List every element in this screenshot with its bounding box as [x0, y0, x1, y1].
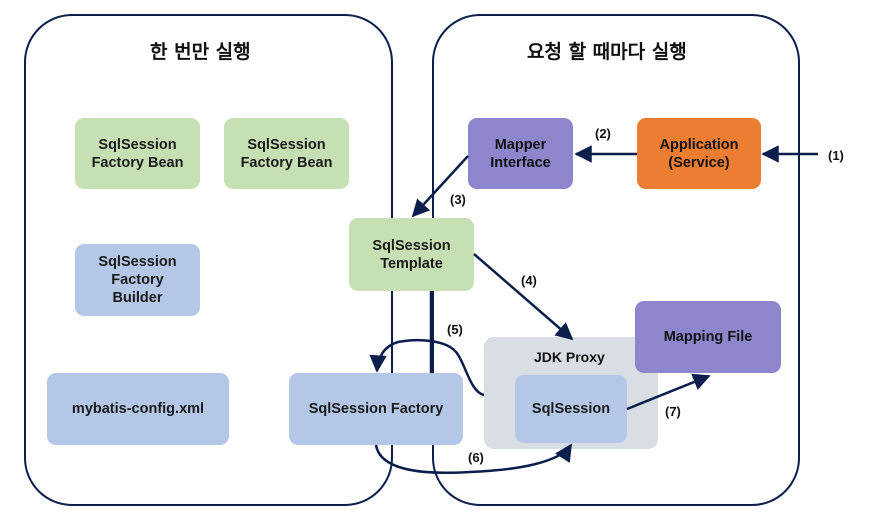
sqlsession-factory-builder: SqlSession Factory Builder: [75, 244, 200, 316]
arrow-5: [369, 338, 485, 397]
mybatis-config-file: mybatis-config.xml: [47, 373, 229, 445]
application-service: Application (Service): [637, 118, 761, 189]
arrow-6: [374, 443, 573, 475]
sqlsession-factory-bean-1: SqlSession Factory Bean: [75, 118, 200, 189]
arrow-3: [411, 155, 469, 218]
arrow-7: [626, 373, 711, 411]
step-6-label: (6): [468, 450, 484, 465]
arrow-4: [473, 253, 574, 341]
mapper-interface: Mapper Interface: [468, 118, 573, 189]
jdk-proxy-label: JDK Proxy: [534, 349, 605, 365]
sqlsession-factory: SqlSession Factory: [289, 373, 463, 445]
step-7-label: (7): [665, 404, 681, 419]
sqlsession-factory-bean-2: SqlSession Factory Bean: [224, 118, 349, 189]
step-4-label: (4): [521, 273, 537, 288]
sqlsession: SqlSession: [515, 375, 627, 443]
sqlsession-template: SqlSession Template: [349, 218, 474, 291]
left-panel-title: 한 번만 실행: [150, 41, 251, 63]
step-1-label: (1): [828, 148, 844, 163]
step-5-label: (5): [447, 322, 463, 337]
right-panel-title: 요청 할 때마다 실행: [527, 41, 687, 63]
mapping-file: Mapping File: [635, 301, 781, 373]
step-2-label: (2): [595, 126, 611, 141]
step-3-label: (3): [450, 192, 466, 207]
